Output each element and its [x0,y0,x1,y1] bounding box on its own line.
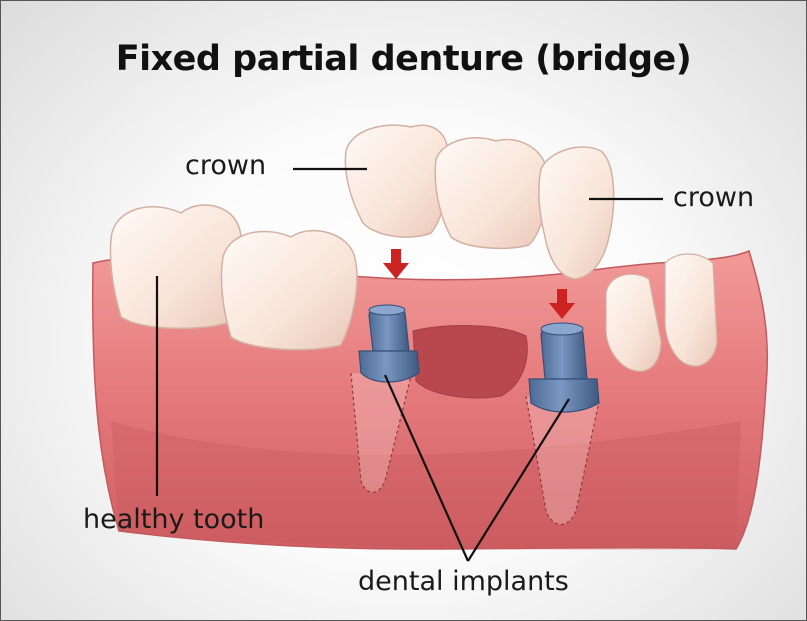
label-crown-right: crown [673,182,754,213]
front-tooth-2 [665,254,717,366]
label-dental-implants: dental implants [358,566,569,597]
diagram-title: Fixed partial denture (bridge) [1,39,806,79]
label-healthy-tooth: healthy tooth [83,504,264,535]
arrow-down-icon [383,249,409,279]
label-crown-left: crown [185,150,266,181]
bridge-pontic [435,138,547,248]
tooth-socket [413,326,527,398]
bridge-crown-right [539,147,614,279]
bridge-crown-left [345,125,448,237]
healthy-molar-2 [221,231,357,350]
